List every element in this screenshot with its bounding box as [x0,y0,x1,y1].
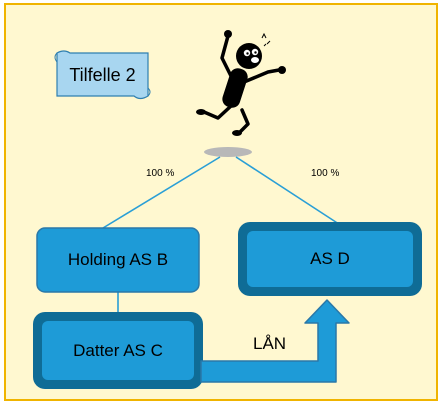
ownership-pct-left: 100 % [146,168,175,179]
loan-label: LÅN [253,334,287,353]
case-tag-shape [54,50,151,100]
ownership-line-right [235,156,346,229]
datter-box [42,321,194,380]
as-d-box [247,231,413,287]
ownership-line-left [102,156,221,229]
case-tag-label: Tilfelle 2 [69,64,136,85]
holding-label: Holding AS B [67,250,169,269]
datter-label: Datter AS C [73,340,163,360]
ownership-pct-right: 100 % [311,168,340,179]
holding-box [36,227,200,293]
as-d-label: AS D [310,249,350,268]
person-figure-icon [196,30,286,136]
owner-platform [204,147,252,157]
loan-arrow [200,299,350,383]
